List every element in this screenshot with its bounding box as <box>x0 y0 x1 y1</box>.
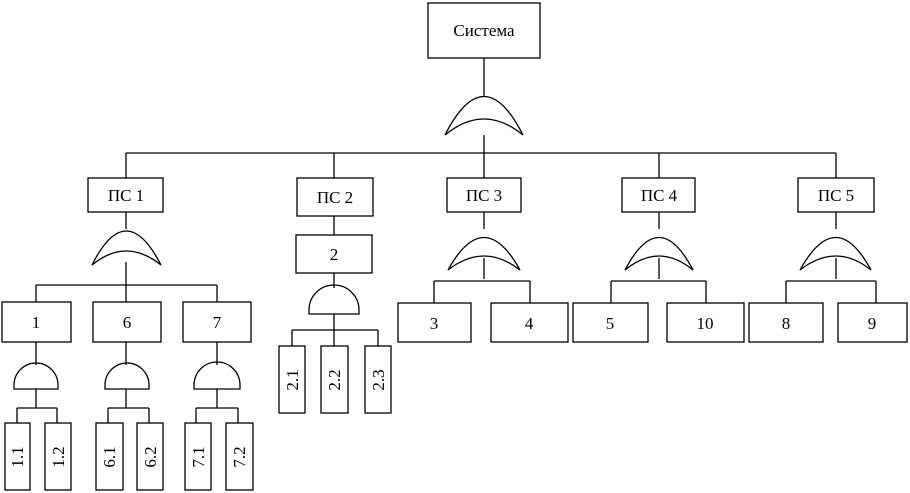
box-1-1-label: 1.1 <box>8 446 27 467</box>
or-gate-ps5 <box>799 236 872 271</box>
labels: Система ПС 1 ПС 2 ПС 3 ПС 4 ПС 5 2 1 6 7… <box>8 21 876 468</box>
box-4-label: 4 <box>525 314 534 333</box>
box-9 <box>837 302 908 343</box>
box-8-label: 8 <box>782 314 791 333</box>
box-6-2 <box>136 422 164 491</box>
ps4-label: ПС 4 <box>641 186 678 205</box>
box-3-label: 3 <box>430 314 439 333</box>
box-3 <box>397 302 472 343</box>
box-7-label: 7 <box>213 313 222 332</box>
box-10-label: 10 <box>697 314 714 333</box>
or-gate-root <box>444 95 524 136</box>
box-2-3-label: 2.3 <box>369 369 388 390</box>
box-7-1-label: 7.1 <box>189 446 208 467</box>
and-gate-1 <box>13 362 59 390</box>
box-4 <box>490 302 569 343</box>
or-gate-ps1 <box>91 230 162 266</box>
box-6-1 <box>95 422 124 491</box>
or-gates <box>91 95 872 271</box>
box-1 <box>1 301 72 343</box>
box-1-label: 1 <box>32 313 41 332</box>
box-2-label: 2 <box>330 245 339 264</box>
ps1-box <box>87 177 164 213</box>
and-gate-7 <box>193 361 241 390</box>
ps2-box <box>296 177 374 217</box>
box-5 <box>572 302 649 343</box>
box-6 <box>92 301 162 343</box>
box-7 <box>182 301 252 343</box>
root-box <box>427 2 541 59</box>
box-1-2 <box>44 422 72 491</box>
box-6-1-label: 6.1 <box>100 446 119 467</box>
box-6-label: 6 <box>123 313 132 332</box>
box-2-1-label: 2.1 <box>283 369 302 390</box>
and-gate-2 <box>308 284 360 315</box>
ps4-box <box>621 177 696 213</box>
box-2-1 <box>278 345 306 414</box>
box-2 <box>295 234 373 274</box>
connector-lines <box>16 58 877 423</box>
box-2-3 <box>364 345 392 414</box>
or-gate-ps4 <box>624 237 694 271</box>
ps5-box <box>797 177 875 213</box>
box-2-2 <box>320 345 349 414</box>
box-5-label: 5 <box>606 314 615 333</box>
ps5-label: ПС 5 <box>818 186 854 205</box>
and-gates <box>13 284 360 390</box>
and-gate-6 <box>104 362 150 390</box>
or-gate-ps3 <box>447 236 521 271</box>
root-label: Система <box>453 21 515 40</box>
ps1-label: ПС 1 <box>108 186 144 205</box>
box-9-label: 9 <box>868 314 877 333</box>
box-7-1 <box>184 422 212 491</box>
box-1-2-label: 1.2 <box>49 446 68 467</box>
box-2-2-label: 2.2 <box>325 369 344 390</box>
box-1-1 <box>4 422 31 491</box>
box-7-2 <box>225 422 254 491</box>
ps2-label: ПС 2 <box>317 188 353 207</box>
box-6-2-label: 6.2 <box>141 446 160 467</box>
box-8 <box>748 302 824 343</box>
box-7-2-label: 7.2 <box>230 446 249 467</box>
box-10 <box>666 302 745 343</box>
ps3-box <box>446 177 522 213</box>
ps3-label: ПС 3 <box>466 186 502 205</box>
